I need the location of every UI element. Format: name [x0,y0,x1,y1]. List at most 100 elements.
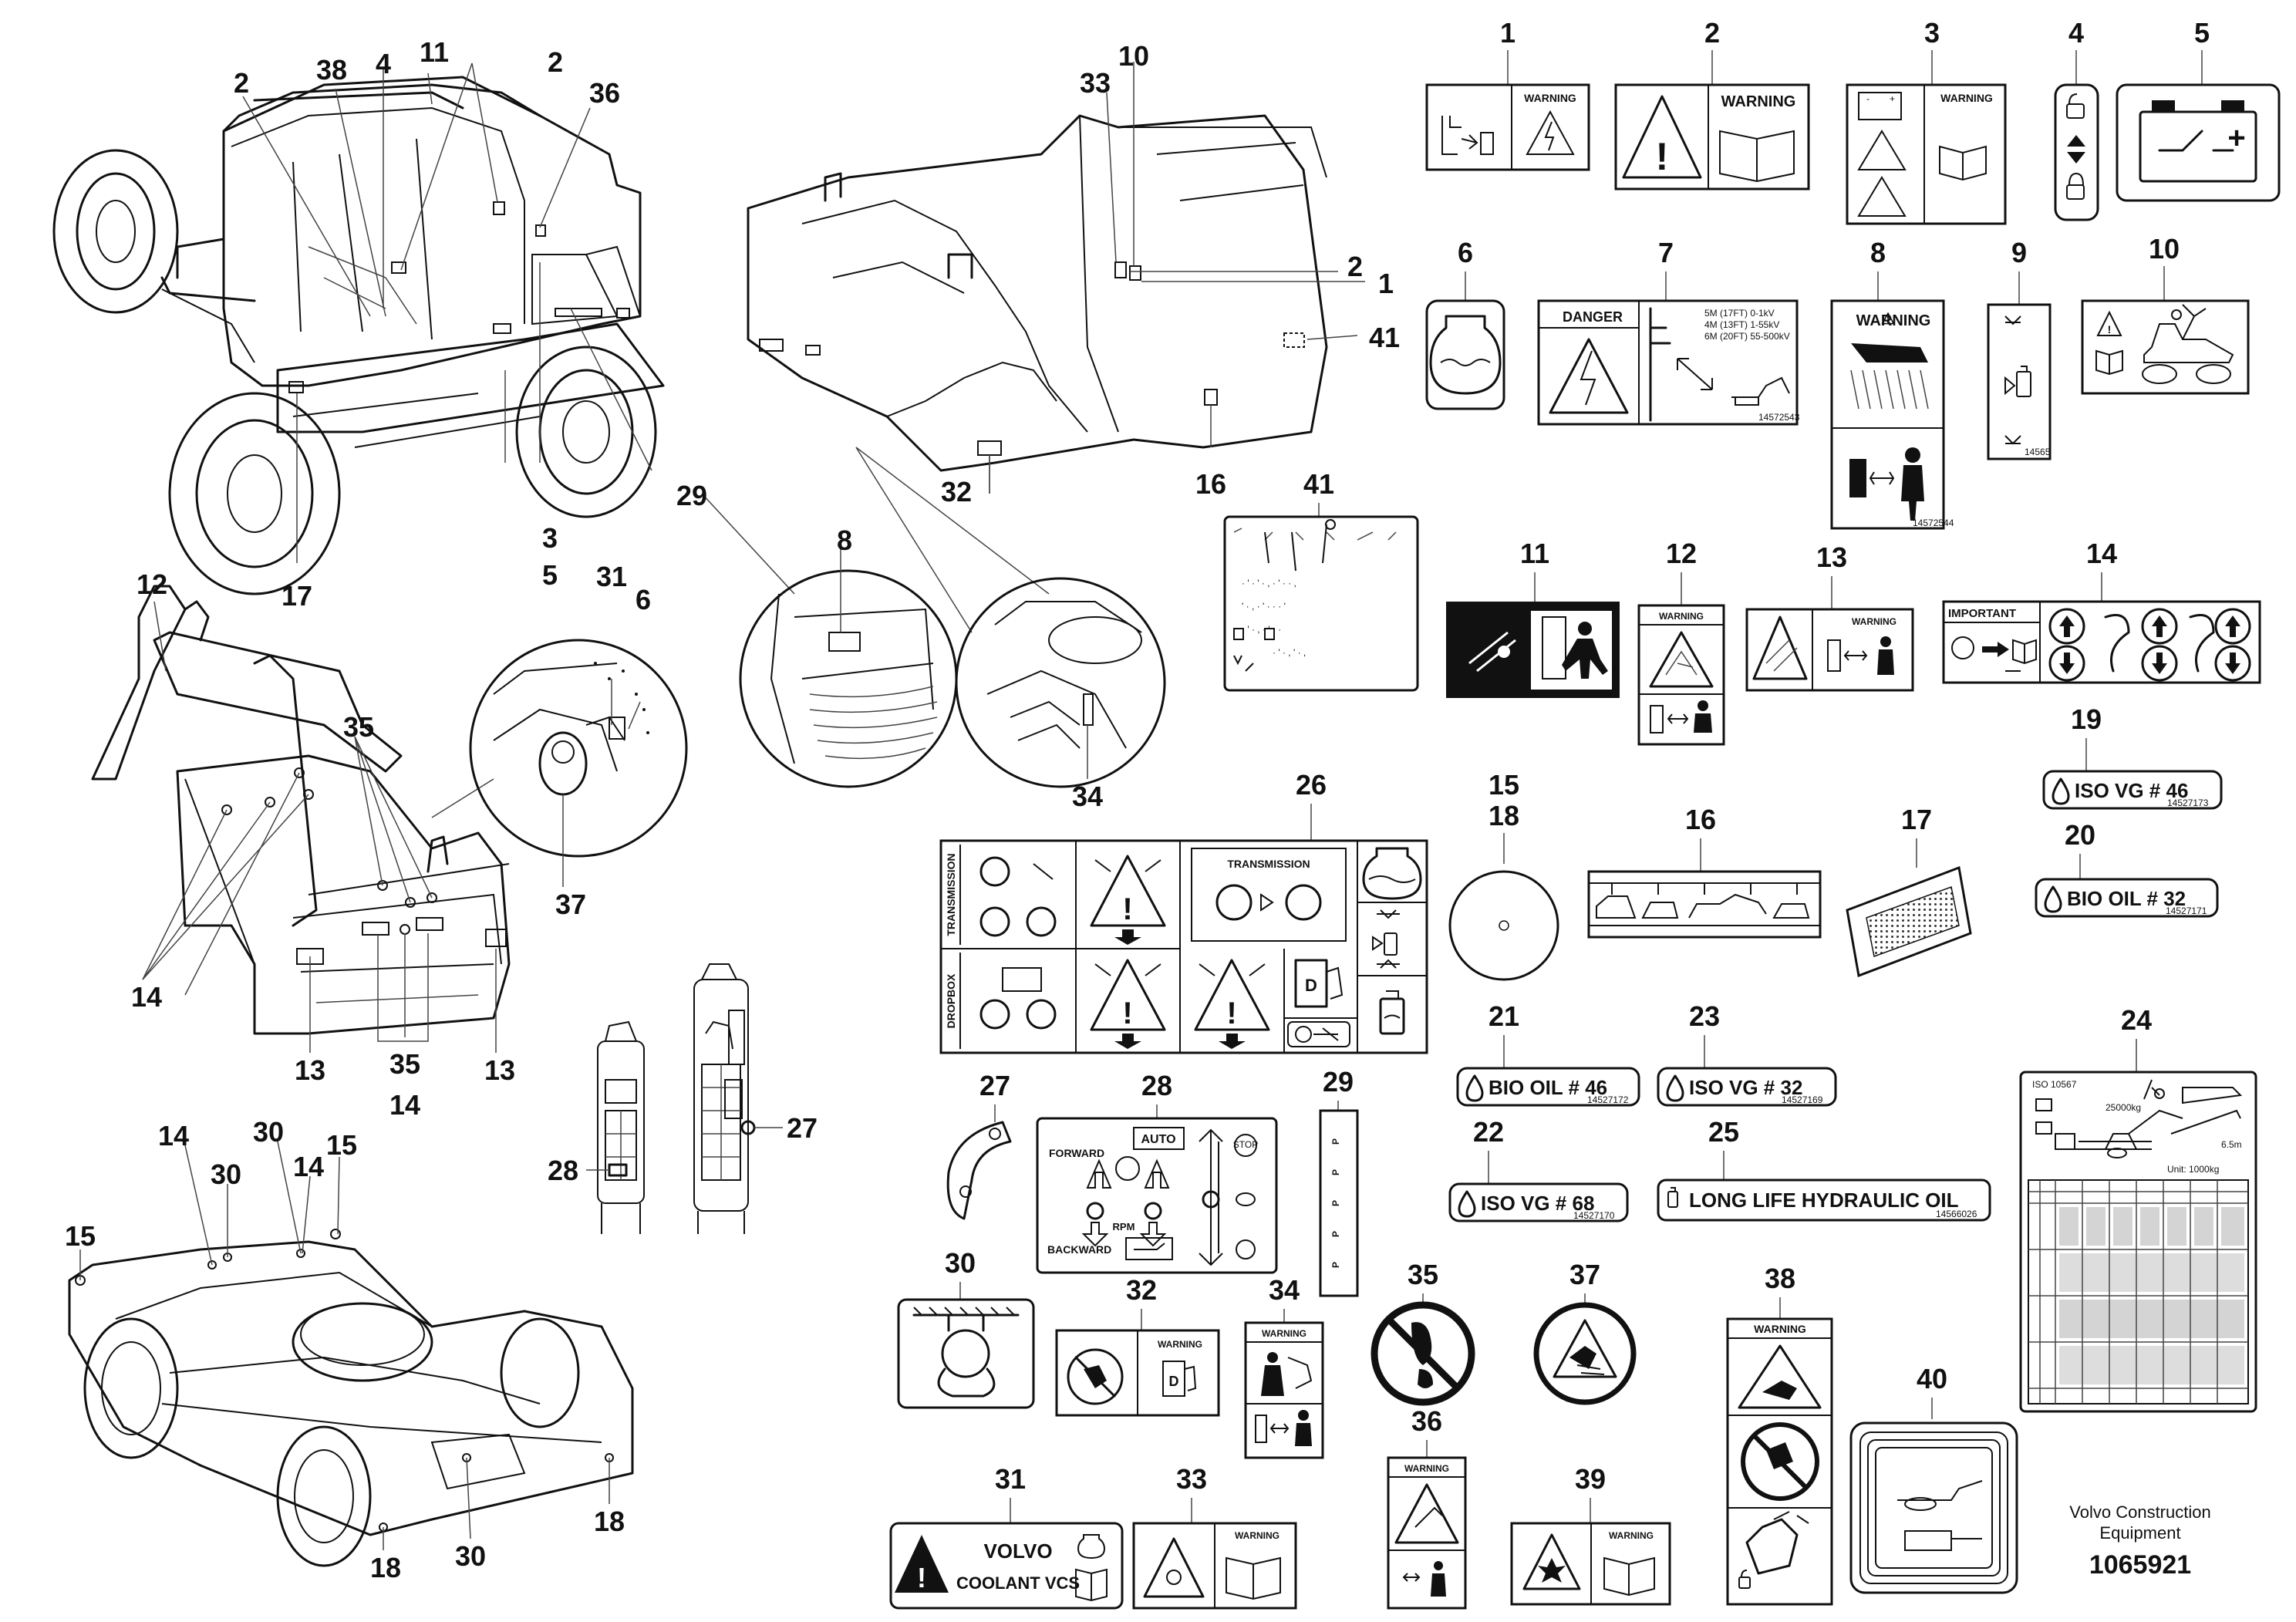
company-name-line-2: Equipment [2099,1523,2180,1543]
callout-label: 28 [548,1155,578,1186]
svg-text:BIO OIL # 32: BIO OIL # 32 [2067,887,2186,910]
decal-34: 34 WARNING [1244,1274,1324,1459]
callout-label: 18 [370,1552,401,1583]
svg-text:P: P [1330,1138,1341,1145]
callout-label: 17 [282,580,312,612]
svg-text:FORWARD: FORWARD [1049,1147,1104,1159]
svg-text:WARNING: WARNING [1262,1328,1306,1339]
callout-label: 27 [787,1112,818,1144]
decal-38: 38 WARNING [1726,1263,1833,1606]
callout-label: 4 [376,48,391,79]
callout-label: 10 [1118,40,1149,72]
company-name-line-1: Volvo Construction [2069,1502,2210,1522]
svg-text:12: 12 [1666,538,1697,569]
decal-17: 17 [1846,804,1972,978]
decal-3: 3 - + WARNING [1846,17,2007,225]
svg-text:22: 22 [1473,1116,1504,1148]
svg-text:WARNING: WARNING [1940,92,1993,104]
callout-label: 5 [542,559,558,591]
callout-label: 14 [293,1151,324,1182]
callout-label: 6 [636,584,651,615]
drawing-number: 1065921 [2089,1550,2191,1580]
svg-text:WARNING: WARNING [1404,1463,1449,1474]
svg-text:28: 28 [1141,1070,1172,1101]
decal-31: 31 ! VOLVO COOLANT VCS [889,1463,1124,1610]
callout-label: 14 [389,1089,420,1121]
svg-text:+: + [1890,93,1895,104]
callout-label: 11 [420,36,449,68]
svg-text:32: 32 [1126,1274,1157,1306]
svg-text:· ' · , ' · ,: · ' · , ' · , [1273,647,1306,658]
callout-label: 1 [1378,268,1394,299]
svg-text:14572543: 14572543 [1758,412,1800,423]
svg-text:· ' · ' · , · ' · · ,: · ' · ' · , · ' · · , [1242,578,1296,588]
svg-text:8: 8 [1870,237,1886,268]
svg-text:!: ! [1122,892,1132,926]
callout-label: 2 [548,46,563,78]
svg-text:WARNING: WARNING [1721,93,1796,110]
svg-text:!: ! [1122,996,1132,1030]
callout-label: 30 [211,1158,241,1190]
svg-text:36: 36 [1411,1405,1442,1437]
svg-text:2: 2 [1704,17,1720,49]
callout-label: 18 [594,1506,625,1537]
decal-16: 16 [1587,804,1822,939]
svg-text:DROPBOX: DROPBOX [945,973,957,1028]
svg-text:7: 7 [1658,237,1674,268]
decal-33: 33 WARNING [1132,1463,1297,1610]
decal-26: 26 TRANSMISSION DROPBOX ! ! TRANSMISSION… [939,769,1428,1054]
decal-27: 27 [946,1070,1012,1220]
svg-text:20: 20 [2065,819,2095,851]
svg-text:!: ! [1656,135,1669,178]
decal-40: 40 [1849,1363,2018,1594]
decal-21: 21 BIO OIL # 46 14527172 [1456,1000,1640,1107]
callout-label: 14 [131,981,162,1013]
decal-35: 35 [1371,1259,1475,1406]
callout-label: 14 [158,1120,189,1152]
decal-9: 9 14565 [1987,237,2052,460]
decal-19: 19 ISO VG # 46 14527173 [2042,703,2223,810]
svg-text:STOP: STOP [1233,1139,1258,1150]
svg-text:17: 17 [1901,804,1932,835]
svg-text:WARNING: WARNING [1524,92,1576,104]
callout-label: 34 [1072,781,1103,812]
svg-text:40: 40 [1917,1363,1947,1394]
decal-14: 14 IMPORTANT [1942,538,2261,684]
svg-text:14: 14 [2086,538,2117,569]
callout-label: 15 [326,1129,357,1161]
svg-text:25: 25 [1708,1116,1739,1148]
svg-text:!: ! [1226,996,1236,1030]
svg-text:WARNING: WARNING [1158,1339,1202,1350]
svg-text:⚠: ⚠ [1881,311,1895,328]
decal-22: 22 ISO VG # 68 14527170 [1448,1116,1629,1222]
decal-25: 25 LONG LIFE HYDRAULIC OIL 14566026 [1657,1116,1991,1222]
svg-text:33: 33 [1176,1463,1207,1495]
svg-text:16: 16 [1685,804,1716,835]
svg-text:BIO OIL # 46: BIO OIL # 46 [1489,1076,1607,1099]
decal-8: 8 ⚠ WARNING 14572544 [1830,237,1954,530]
decal-28: 28 FORWARD AUTO RPM BACKWARD STOP [1036,1070,1278,1274]
decal-10: 10 ! [2081,233,2250,395]
footer: Volvo Construction Equipment 1065921 [2069,1502,2210,1580]
svg-text:34: 34 [1269,1274,1300,1306]
svg-text:4: 4 [2068,17,2084,49]
svg-text:BACKWARD: BACKWARD [1047,1243,1111,1256]
svg-text:TRANSMISSION: TRANSMISSION [945,853,957,936]
svg-text:6: 6 [1458,237,1473,268]
svg-text:14527170: 14527170 [1573,1210,1615,1221]
callout-label: 31 [596,561,627,592]
svg-text:3: 3 [1924,17,1940,49]
svg-text:4M (13FT) 1-55kV: 4M (13FT) 1-55kV [1704,319,1779,330]
callout-label: 37 [555,889,586,920]
svg-text:14572544: 14572544 [1913,518,1954,528]
svg-text:D: D [1305,976,1317,995]
svg-text:Unit: 1000kg: Unit: 1000kg [2167,1164,2219,1175]
svg-text:37: 37 [1569,1259,1600,1290]
callout-label: 29 [676,480,707,511]
svg-text:14527169: 14527169 [1782,1094,1823,1105]
svg-text:WARNING: WARNING [1754,1323,1806,1335]
decal-37: 37 [1533,1259,1637,1405]
callout-label: 13 [484,1054,515,1086]
svg-text:!: ! [917,1562,926,1593]
